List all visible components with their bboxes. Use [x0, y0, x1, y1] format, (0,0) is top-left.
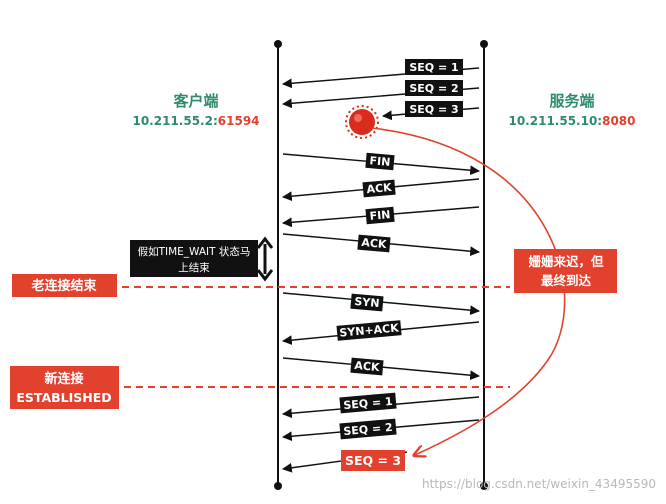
late-note-line1: 姗姗来迟，但 — [528, 254, 604, 269]
lost-packet-icon — [345, 105, 379, 139]
msg-fin2-box — [365, 206, 395, 225]
server-address: 10.211.55.10:8080 — [508, 114, 635, 128]
msg-ack2-label: ACK — [361, 236, 388, 251]
server-timeline-bottom-dot — [480, 482, 488, 490]
msg-synack-box — [336, 320, 402, 341]
server-timeline-top-dot — [480, 40, 488, 48]
msg-fin1-box — [365, 152, 395, 171]
msg-seq2-new-label: SEQ = 2 — [343, 421, 393, 438]
late-note-box — [514, 249, 617, 293]
msg-seq1-new-box — [339, 392, 397, 414]
late-note-line2: 最终到达 — [541, 273, 592, 288]
client-title: 客户端 — [172, 92, 218, 110]
client-timeline-bottom-dot — [274, 482, 282, 490]
msg-ack3-label: ACK — [354, 359, 381, 374]
msg-synack-label: SYN+ACK — [339, 321, 400, 339]
msg-seq1-old-label: SEQ = 1 — [409, 61, 458, 74]
old-conn-end-label: 老连接结束 — [30, 278, 97, 294]
client-address: 10.211.55.2:61594 — [132, 114, 259, 128]
new-conn-line2: ESTABLISHED — [16, 390, 111, 405]
msg-fin2-label: FIN — [369, 208, 391, 223]
watermark: https://blog.csdn.net/weixin_43495590 — [422, 477, 656, 491]
msg-ack1-label: ACK — [366, 181, 393, 196]
new-conn-line1: 新连接 — [44, 371, 83, 387]
old-conn-end-box — [12, 274, 117, 297]
new-conn-box — [10, 366, 119, 409]
delayed-packet-curve — [371, 127, 566, 455]
server-address-prefix: 10.211.55.10: — [508, 114, 602, 128]
time-wait-note-line2: 上结束 — [178, 261, 210, 274]
server-title: 服务端 — [549, 92, 594, 110]
msg-seq3-old-label: SEQ = 3 — [409, 103, 458, 116]
msg-seq3-old-box — [405, 101, 463, 117]
msg-ack1-box — [362, 179, 396, 198]
server-address-port: 8080 — [602, 114, 635, 128]
client-address-port: 61594 — [218, 114, 260, 128]
msg-seq2-old-label: SEQ = 2 — [409, 82, 458, 95]
time-wait-note-line1: 假如TIME_WAIT 状态马 — [138, 245, 251, 258]
msg-seq2-old-box — [405, 80, 463, 96]
msg-syn-box — [350, 293, 384, 312]
time-wait-duration-arrow — [256, 236, 274, 282]
client-timeline-top-dot — [274, 40, 282, 48]
msg-seq2-new-box — [339, 418, 397, 440]
msg-syn-label: SYN — [354, 295, 380, 310]
msg-ack3-box — [350, 357, 384, 376]
msg-seq1-new-label: SEQ = 1 — [343, 395, 393, 412]
time-wait-note-box — [130, 240, 258, 277]
msg-seq3-late-box — [341, 450, 405, 471]
msg-seq3-late-label: SEQ = 3 — [345, 453, 401, 468]
msg-fin1-label: FIN — [369, 154, 391, 169]
client-address-prefix: 10.211.55.2: — [132, 114, 217, 128]
msg-ack2-box — [357, 234, 391, 253]
msg-seq1-old-box — [405, 59, 463, 75]
